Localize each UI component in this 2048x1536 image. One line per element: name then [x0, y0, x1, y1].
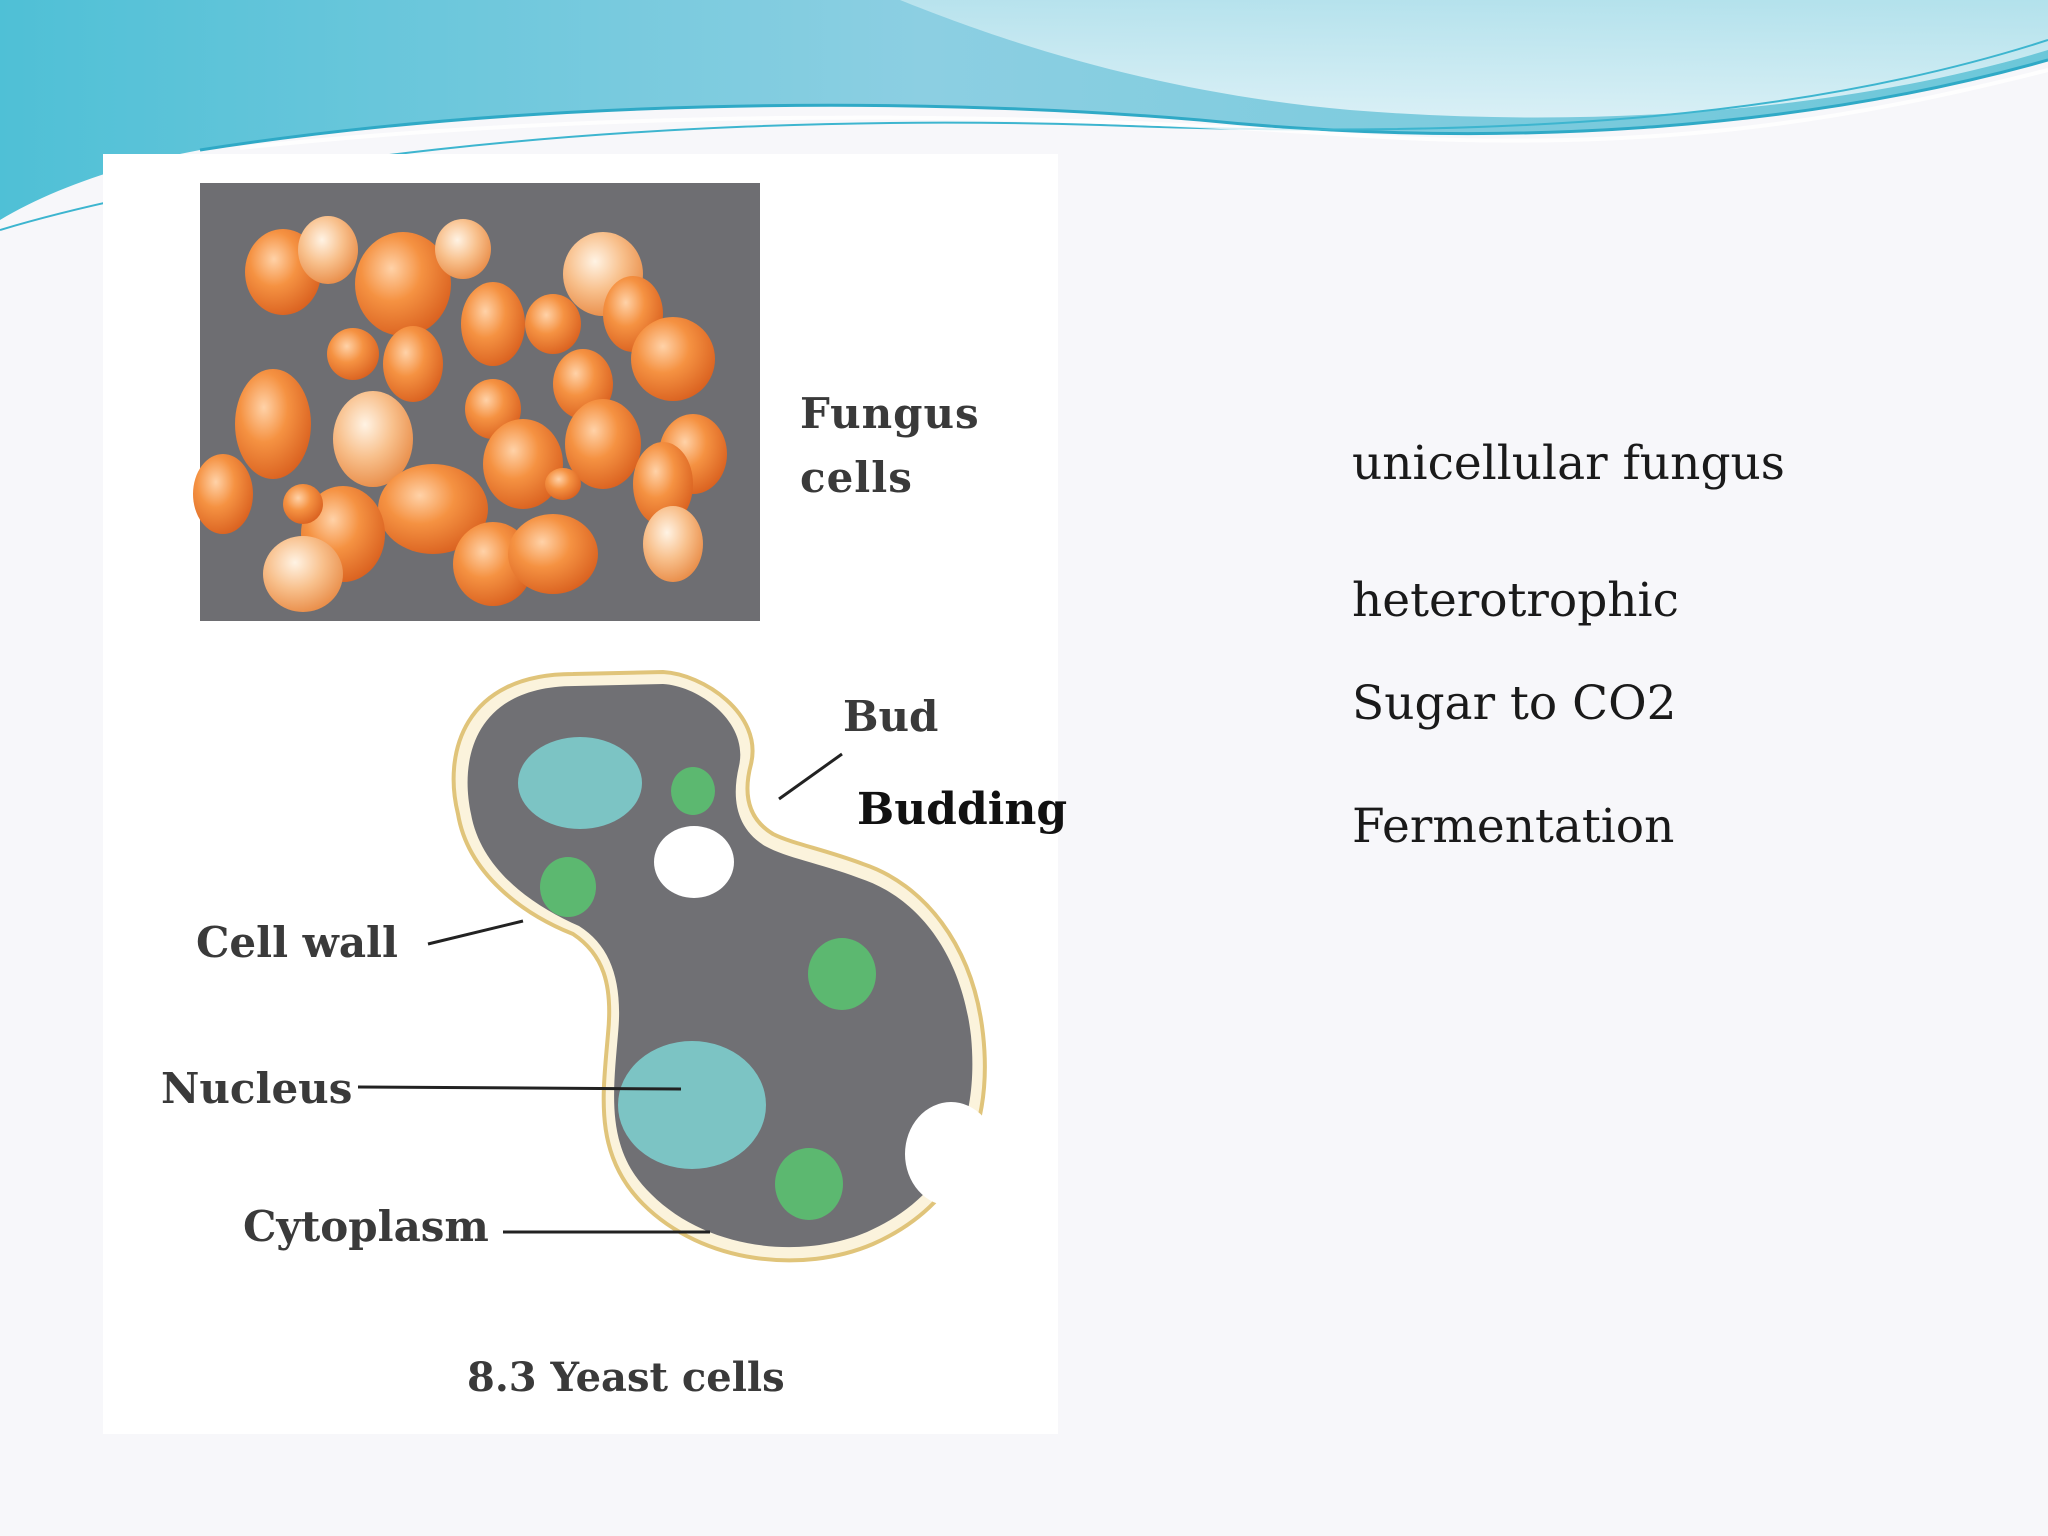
- yeast-illustration: [193, 183, 997, 1263]
- nucleus-label: Nucleus: [161, 1064, 353, 1113]
- bullet-item: Fermentation: [1352, 799, 1675, 854]
- yeast-figure: Fungus cells Bud Budding Cell wall Nucle…: [103, 154, 1067, 1434]
- cytoplasm-label: Cytoplasm: [243, 1202, 489, 1251]
- header-wave-decoration: [0, 0, 2048, 231]
- fungus-label-line1: Fungus: [800, 389, 980, 438]
- micrograph: [193, 183, 760, 621]
- budding-label: Budding: [857, 784, 1068, 835]
- cell-wall-label: Cell wall: [196, 918, 398, 967]
- bullet-item: Sugar to CO2: [1352, 676, 1677, 731]
- fungus-cells-label: Fungus cells: [800, 382, 980, 510]
- yeast-cell-diagram: [451, 669, 997, 1263]
- leader-lines: [357, 752, 843, 1234]
- fungus-label-line2: cells: [800, 453, 913, 502]
- bud-label: Bud: [843, 692, 939, 741]
- bullet-item: heterotrophic: [1352, 573, 1679, 628]
- bullet-item: unicellular fungus: [1352, 436, 1785, 491]
- figure-caption: 8.3 Yeast cells: [467, 1354, 785, 1401]
